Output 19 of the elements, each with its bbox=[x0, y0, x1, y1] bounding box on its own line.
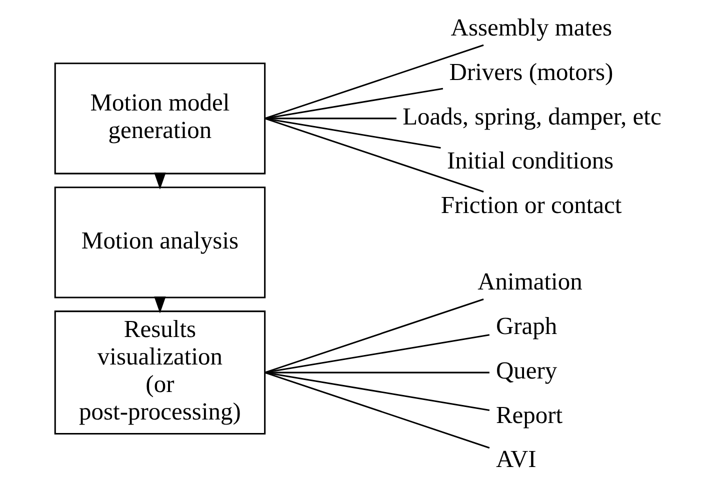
connector bbox=[264, 44, 484, 120]
connector bbox=[264, 298, 484, 374]
node-text: Animation bbox=[478, 268, 582, 296]
node-text: Assembly mates bbox=[450, 14, 612, 42]
connector bbox=[264, 372, 490, 449]
node-text: Report bbox=[496, 402, 563, 429]
node-text: Drivers (motors) bbox=[449, 58, 614, 86]
node-text: AVI bbox=[496, 446, 536, 474]
node-text: Initial conditions bbox=[446, 148, 614, 175]
node-text: Graph bbox=[496, 312, 558, 340]
node-text: Friction or contact bbox=[440, 192, 622, 220]
connector bbox=[264, 118, 484, 192]
connector bbox=[264, 118, 441, 149]
node-box: Results visualization (or post-processing) bbox=[54, 310, 266, 435]
node-text: Query bbox=[496, 357, 558, 384]
node-text: Loads, spring, damper, etc bbox=[402, 103, 662, 130]
connector bbox=[264, 118, 396, 120]
connector bbox=[264, 88, 444, 120]
connector bbox=[264, 334, 490, 374]
